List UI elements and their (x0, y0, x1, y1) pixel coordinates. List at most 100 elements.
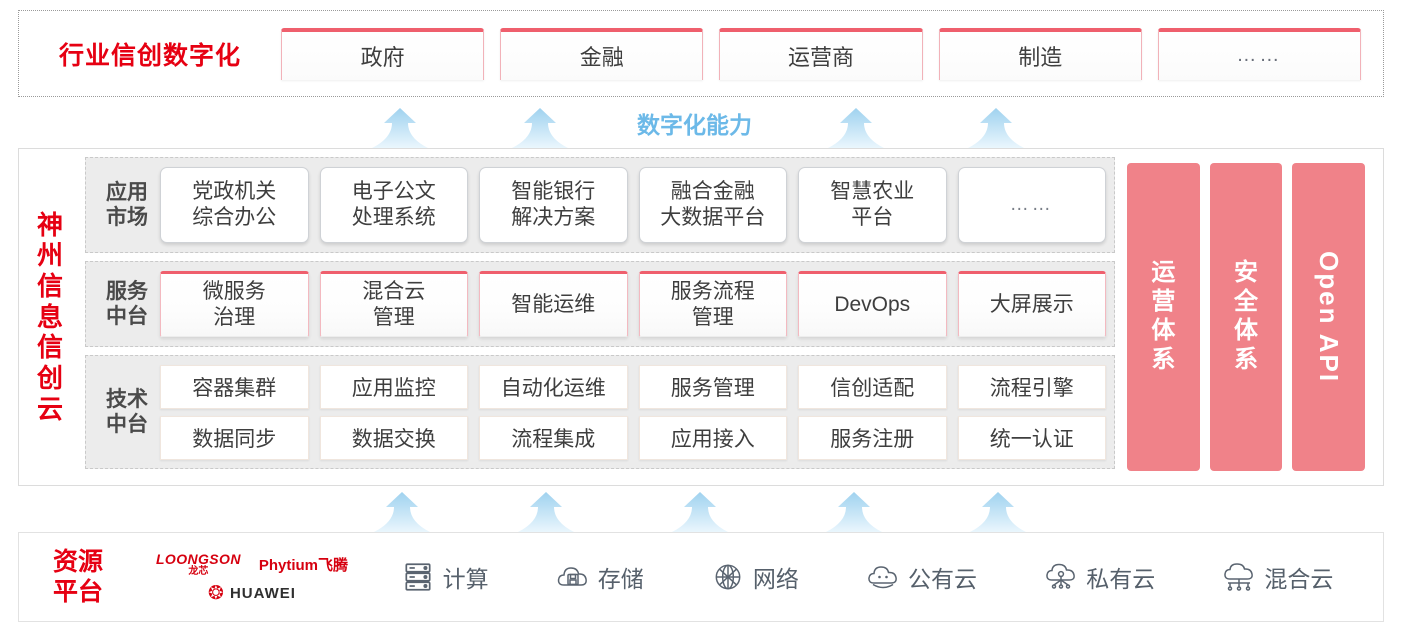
pillar-label-char: 系 (1151, 345, 1176, 373)
resource-label-private-cloud: 私有云 (1086, 566, 1156, 592)
hybrid-cloud-icon (1224, 563, 1254, 591)
vendor-logo-row: LOONGSON 龙芯 Phytium飞腾 (156, 552, 348, 577)
tech-card-unified-authentication[interactable]: 统一认证 (957, 415, 1106, 460)
tier-label-technology-middle-platform: 技术 中台 (94, 387, 160, 437)
capability-arrow-band: 数字化能力 (0, 100, 1402, 148)
cloud-platform-title: 神 州 信 息 信 创 云 (19, 149, 81, 485)
up-arrow-icon (968, 108, 1024, 148)
loongson-logo: LOONGSON 龙芯 (156, 552, 241, 577)
industry-card-list: 政府 金融 运营商 制造 …… (281, 27, 1383, 80)
resource-item-list: 计算 存储 网络 (367, 560, 1383, 594)
resource-item-compute[interactable]: 计算 (401, 560, 489, 594)
resource-item-public-cloud[interactable]: 公有云 (866, 560, 977, 594)
tier-label-line: 市场 (106, 206, 148, 229)
cloud-title-char: 云 (36, 393, 63, 424)
resource-item-storage[interactable]: 存储 (556, 560, 644, 594)
network-icon (715, 564, 741, 590)
service-card-devops[interactable]: DevOps (798, 271, 947, 337)
resource-item-network[interactable]: 网络 (711, 560, 799, 594)
tier-label-line: 中台 (106, 413, 148, 436)
tier-label-line: 服务 (106, 279, 148, 303)
huawei-logo-text: HUAWEI (229, 584, 296, 602)
huawei-logo: ❂ HUAWEI (208, 584, 296, 603)
tier-technology-middle-platform: 技术 中台 容器集群 应用监控 自动化运维 服务管理 信创适配 流程引擎 数据同… (85, 355, 1115, 469)
tech-card-container-cluster[interactable]: 容器集群 (160, 364, 309, 409)
tech-card-process-engine[interactable]: 流程引擎 (957, 364, 1106, 409)
pillar-label-char: 体 (1234, 317, 1258, 344)
tech-card-application-access[interactable]: 应用接入 (638, 415, 787, 460)
cloud-platform-panel: 神 州 信 息 信 创 云 应用 市场 党政机关综合办公 电子公文处理系统 智能… (18, 148, 1384, 486)
service-card-intelligent-ops[interactable]: 智能运维 (479, 271, 628, 337)
tier-label-application-market: 应用 市场 (94, 180, 160, 230)
cloud-title-char: 信 (36, 332, 63, 363)
app-card-smart-agriculture[interactable]: 智慧农业平台 (798, 167, 947, 243)
tier-application-market: 应用 市场 党政机关综合办公 电子公文处理系统 智能银行解决方案 融合金融大数据… (85, 157, 1115, 253)
pillar-label-security-system: 安 全 体 系 (1234, 259, 1258, 374)
tech-card-service-registry[interactable]: 服务注册 (798, 415, 947, 460)
tech-card-application-monitoring[interactable]: 应用监控 (319, 364, 468, 409)
service-card-list: 微服务治理 混合云管理 智能运维 服务流程管理 DevOps 大屏展示 (160, 271, 1106, 337)
tech-card-data-sync[interactable]: 数据同步 (160, 415, 309, 460)
industry-card-more[interactable]: …… (1157, 27, 1362, 80)
pillar-label-char: 全 (1234, 288, 1258, 316)
app-card-more[interactable]: …… (957, 167, 1106, 243)
up-arrow-icon (826, 492, 882, 532)
technology-card-row: 容器集群 应用监控 自动化运维 服务管理 信创适配 流程引擎 (160, 364, 1106, 409)
up-arrow-icon (374, 492, 430, 532)
resource-label-compute: 计算 (442, 566, 489, 592)
tech-card-data-exchange[interactable]: 数据交换 (319, 415, 468, 460)
cloud-title-char: 息 (36, 301, 63, 332)
tech-card-xinchuang-adaptation[interactable]: 信创适配 (798, 364, 947, 409)
industry-card-manufacturing[interactable]: 制造 (938, 27, 1142, 80)
cloud-tier-list: 应用 市场 党政机关综合办公 电子公文处理系统 智能银行解决方案 融合金融大数据… (85, 157, 1115, 477)
tech-card-service-management[interactable]: 服务管理 (638, 364, 787, 409)
tech-card-process-integration[interactable]: 流程集成 (479, 415, 628, 460)
app-card-government-office[interactable]: 党政机关综合办公 (160, 167, 309, 243)
cloud-platform-body: 应用 市场 党政机关综合办公 电子公文处理系统 智能银行解决方案 融合金融大数据… (81, 149, 1383, 485)
industry-card-government[interactable]: 政府 (281, 27, 485, 80)
phytium-logo: Phytium飞腾 (258, 556, 349, 574)
resource-platform-band: 资源 平台 LOONGSON 龙芯 Phytium飞腾 ❂ HUAWEI (18, 532, 1384, 622)
resource-item-private-cloud[interactable]: 私有云 (1044, 560, 1155, 594)
cross-cutting-pillar-list: 运 营 体 系 安 全 体 系 Open API (1115, 157, 1373, 477)
service-card-microservice-governance[interactable]: 微服务治理 (160, 271, 309, 337)
service-card-service-process-management[interactable]: 服务流程管理 (638, 271, 787, 337)
vendor-logo-row: ❂ HUAWEI (208, 584, 296, 603)
pillar-label-open-api: Open API (1314, 250, 1345, 384)
app-card-smart-banking[interactable]: 智能银行解决方案 (479, 167, 628, 243)
industry-card-operator[interactable]: 运营商 (719, 27, 923, 80)
industry-band-title: 行业信创数字化 (58, 41, 241, 70)
tier-label-line: 技术 (106, 387, 148, 411)
service-card-dashboard-display[interactable]: 大屏展示 (957, 271, 1106, 337)
tier-label-line: 应用 (106, 180, 148, 204)
industry-card-finance[interactable]: 金融 (500, 27, 704, 80)
resource-label-public-cloud: 公有云 (908, 566, 978, 592)
resource-title-line: 资源 (52, 548, 103, 576)
private-cloud-icon (1046, 563, 1076, 589)
up-arrow-icon (970, 492, 1026, 532)
resource-label-hybrid-cloud: 混合云 (1264, 566, 1334, 592)
huawei-flower-icon: ❂ (208, 582, 224, 604)
up-arrow-icon (672, 492, 728, 532)
pillar-security-system[interactable]: 安 全 体 系 (1209, 163, 1283, 471)
resource-label-network: 网络 (752, 566, 799, 592)
pillar-open-api[interactable]: Open API (1292, 163, 1366, 471)
cloud-title-char: 信 (36, 270, 63, 301)
cloud-title-char: 神 (36, 209, 63, 240)
app-card-edoc-system[interactable]: 电子公文处理系统 (319, 167, 468, 243)
loongson-logo-text: LOONGSON (155, 550, 241, 567)
resource-platform-title: 资源 平台 (19, 547, 137, 607)
app-card-fintech-bigdata[interactable]: 融合金融大数据平台 (638, 167, 787, 243)
public-cloud-icon (868, 566, 897, 589)
resource-label-storage: 存储 (597, 566, 644, 592)
up-arrow-icon (372, 108, 428, 148)
vendor-logo-group: LOONGSON 龙芯 Phytium飞腾 ❂ HUAWEI (137, 552, 367, 603)
resource-item-hybrid-cloud[interactable]: 混合云 (1222, 560, 1333, 594)
pillar-label-char: 体 (1151, 317, 1176, 344)
cloud-title-char: 州 (36, 240, 63, 271)
service-card-hybrid-cloud-management[interactable]: 混合云管理 (319, 271, 468, 337)
up-arrow-icon (512, 108, 568, 148)
pillar-operations-system[interactable]: 运 营 体 系 (1127, 163, 1200, 471)
pillar-label-operations-system: 运 营 体 系 (1151, 259, 1175, 374)
tech-card-automated-ops[interactable]: 自动化运维 (479, 364, 628, 409)
